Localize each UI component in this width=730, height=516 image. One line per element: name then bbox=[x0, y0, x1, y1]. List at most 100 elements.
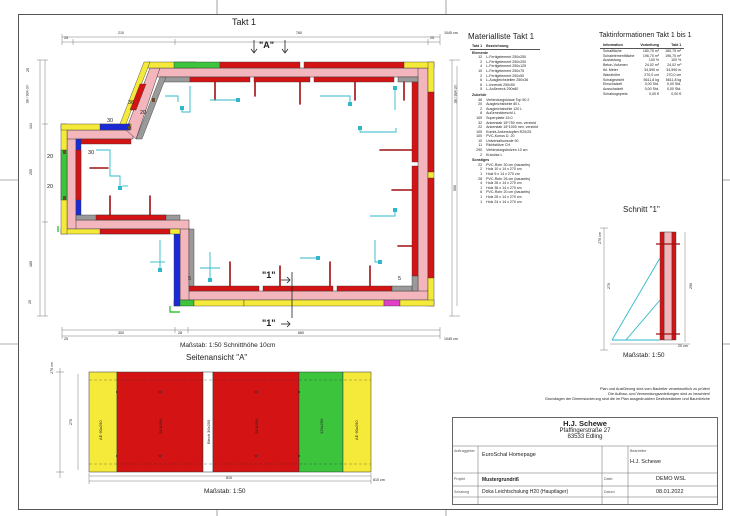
materials-title: Materialliste Takt 1 bbox=[468, 32, 535, 41]
materials-desc: Universalkonsole 90 bbox=[486, 138, 519, 143]
inner-label-1: 20 bbox=[47, 184, 54, 190]
auftraggeber-value: EuroSchal Homepage bbox=[482, 452, 536, 458]
materials-qty: 1 bbox=[480, 172, 483, 177]
materials-desc: L-Fertigelement 250x50 bbox=[486, 73, 525, 78]
materials-desc: Holz 5 x 14 x 270 cm bbox=[486, 172, 520, 177]
materials-desc: L-Fertigelement 250x200 bbox=[486, 59, 527, 64]
materials-qty: 2 bbox=[480, 73, 483, 78]
schalung-value: Doka Leichtschalung H20 (Hauptlager) bbox=[482, 489, 569, 495]
inner-label-4: 36 bbox=[128, 100, 135, 106]
materials-group-header: Elemente bbox=[470, 49, 540, 55]
materials-desc: PVC-Rohr 30 cm (bauseits) bbox=[486, 162, 531, 167]
plan-scale-label: Maßstab: 1:50 Schnitthöhe 10cm bbox=[180, 342, 276, 349]
dim-bottom-3: 660 bbox=[298, 331, 304, 335]
materials-desc: Verbindungsklaue Top 50 2 bbox=[486, 97, 530, 102]
materials-desc: L-Ausgleichsteilen 250x36 bbox=[486, 78, 529, 83]
dim-bottom-1: 300 bbox=[118, 331, 124, 335]
info-cell: 34,590 m bbox=[644, 67, 660, 72]
auftraggeber-label: Auftraggeber bbox=[454, 449, 475, 453]
materials-desc: Holz 10 x 14 x 270 cm bbox=[486, 167, 522, 172]
materials-qty: 22 bbox=[478, 125, 483, 130]
company-name: H.J. Schewe bbox=[563, 419, 607, 428]
materials-header-qty: Takt 1 bbox=[472, 44, 483, 48]
info-cell: 0,00 € bbox=[649, 91, 660, 96]
elevation-title: Seitenansicht "A" bbox=[186, 353, 248, 362]
materials-qty: 2 bbox=[480, 59, 483, 64]
section-marker-1-bottom: "1" bbox=[262, 318, 276, 328]
materials-qty: 22 bbox=[478, 162, 483, 167]
materials-desc: Holz 26 x 14 x 270 cm bbox=[486, 181, 522, 186]
inner-label-5: 20 bbox=[140, 110, 147, 116]
materials-qty: 5 bbox=[480, 87, 483, 92]
materials-desc: Verbindungsbolzen 10 cm bbox=[486, 148, 528, 153]
company-city: 83533 Edling bbox=[567, 434, 603, 440]
info-cell: Auslastung bbox=[603, 58, 621, 63]
materials-qty: 46 bbox=[478, 97, 483, 102]
info-header-0: Information bbox=[603, 43, 623, 47]
materials-desc: Ankerstab 15*1000 mm, verzinkt bbox=[486, 125, 539, 130]
info-title: Taktinformationen Takt 1 bis 1 bbox=[599, 32, 692, 39]
info-cell: 180,75 m² bbox=[642, 48, 660, 53]
info-header-2: Takt 1 bbox=[671, 43, 682, 47]
materials-desc: L-Fertigelement 250x125 bbox=[486, 64, 527, 69]
info-cell: Beton-Volumen bbox=[603, 63, 628, 68]
info-cell: 100 % bbox=[671, 58, 682, 63]
inner-label-0: 20 bbox=[47, 154, 54, 160]
notes-block: Plan und Ausführung sind vom Bauleiter v… bbox=[545, 387, 710, 401]
info-cell: 196,70 m² bbox=[665, 53, 682, 58]
materials-desc: Außeneckbeschl L bbox=[486, 111, 516, 116]
info-cell: 0,00 € bbox=[671, 91, 682, 96]
note-0: Plan und Ausführung sind vom Bauleiter v… bbox=[600, 387, 710, 391]
materials-qty: 1 bbox=[480, 199, 483, 204]
materials-qty: 6 bbox=[480, 82, 483, 87]
materials-desc: Holz 25 x 14 x 270 cm bbox=[486, 195, 522, 199]
inner-label-3: 30 bbox=[107, 118, 114, 124]
info-cell: Wandhöhe bbox=[603, 72, 621, 77]
materials-desc: L-Innenek 250x50 bbox=[486, 82, 515, 87]
dim-bottom-2: 28 bbox=[178, 331, 182, 335]
info-cell: Einschalzeit bbox=[603, 82, 623, 87]
info-cell: Schalelementfläche bbox=[603, 53, 635, 58]
materials-desc: L-Fertigelement 250x75 bbox=[486, 68, 525, 73]
info-cell: 0,00 Std. bbox=[644, 87, 660, 92]
info-cell: 24,02 m³ bbox=[644, 63, 660, 68]
datei-value: DEMO WSL bbox=[656, 476, 686, 482]
materials-desc: PVC-Rohr 26 cm (bauseits) bbox=[486, 176, 531, 181]
company-block: H.J. Schewe Pfaffingerstraße 27 83533 Ed… bbox=[452, 419, 718, 440]
materials-qty: 8 bbox=[480, 111, 483, 116]
materials-header-name: Bezeichnung bbox=[486, 44, 509, 48]
materials-desc: Ausgleichsbohle 120 L bbox=[486, 106, 523, 111]
plan-title: Takt 1 bbox=[232, 17, 257, 27]
note-2: Grundlagen der Dimensionierung sind die … bbox=[544, 396, 710, 401]
info-cell: 5611,8 kg bbox=[665, 77, 682, 82]
materials-desc: L-Fertigelement 250x250 bbox=[486, 55, 527, 60]
dim-top-1: 210 bbox=[118, 31, 124, 35]
datum-label: Datum bbox=[604, 490, 615, 494]
materials-qty: 105 bbox=[476, 129, 483, 134]
datei-label: Datei bbox=[604, 477, 613, 481]
info-cell: lfd. Meter bbox=[603, 67, 618, 72]
